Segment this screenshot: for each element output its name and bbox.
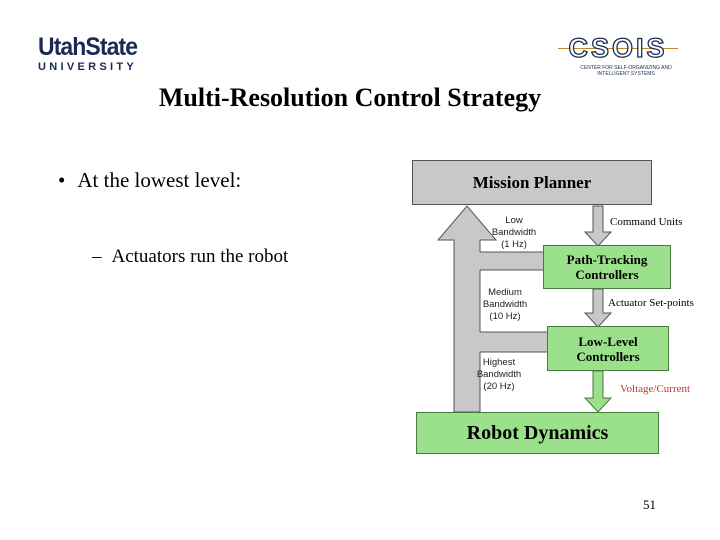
bandwidth-high-label: Highest Bandwidth (20 Hz) <box>471 357 527 393</box>
logo-utah-state-text: UtahState <box>38 33 138 61</box>
bandwidth-high-line1: Highest <box>482 357 516 368</box>
bullet-dot-icon: • <box>58 168 66 192</box>
mission-planner-label: Mission Planner <box>472 172 592 192</box>
csois-logo-name: CSOIS <box>568 33 668 63</box>
low-level-box: Low-Level Controllers <box>547 326 669 371</box>
down-arrow-actuator-setpoints <box>583 288 613 328</box>
csois-logo: CSOIS CENTER FOR SELF-ORGANIZING AND INT… <box>552 33 684 78</box>
bandwidth-low-line3: (1 Hz) <box>501 239 527 250</box>
low-level-label-line2: Controllers <box>576 348 640 364</box>
path-tracking-box: Path-Tracking Controllers <box>543 245 671 289</box>
bandwidth-high-line3: (20 Hz) <box>483 381 515 392</box>
down-arrow-voltage-current <box>583 370 613 413</box>
logo-university-text: UNIVERSITY <box>38 61 138 73</box>
bandwidth-low-line2: Bandwidth <box>491 227 537 238</box>
bandwidth-medium-line3: (10 Hz) <box>489 311 521 322</box>
feedback-up-arrow <box>436 205 498 413</box>
down-arrow-command-units <box>583 205 613 247</box>
bullet-text: At the lowest level: <box>77 168 242 192</box>
bandwidth-medium-line1: Medium <box>488 287 522 298</box>
branch-arm-medium <box>470 332 548 352</box>
path-tracking-label-line2: Controllers <box>575 267 639 282</box>
actuator-setpoints-label: Actuator Set-points <box>608 297 694 309</box>
bandwidth-medium-line2: Bandwidth <box>482 299 528 310</box>
bullet-item: • At the lowest level: <box>58 168 241 193</box>
utah-state-logo: UtahState UNIVERSITY <box>38 34 148 73</box>
path-tracking-label-line1: Path-Tracking <box>566 252 648 267</box>
branch-arm-low <box>470 252 544 270</box>
command-units-label: Command Units <box>610 216 683 228</box>
bandwidth-medium-label: Medium Bandwidth (10 Hz) <box>474 287 536 323</box>
bandwidth-low-line1: Low <box>505 215 523 226</box>
bandwidth-low-label: Low Bandwidth (1 Hz) <box>487 215 541 251</box>
csois-logo-stripe <box>558 48 678 49</box>
page-number: 51 <box>643 497 656 512</box>
sub-bullet-dash-icon: – <box>92 246 102 267</box>
voltage-current-label: Voltage/Current <box>620 383 691 395</box>
sub-bullet-item: –Actuators run the robot <box>92 246 288 268</box>
mission-planner-box: Mission Planner <box>412 160 652 205</box>
low-level-label-line1: Low-Level <box>578 333 638 349</box>
bandwidth-high-line2: Bandwidth <box>476 369 522 380</box>
csois-logo-subtitle: CENTER FOR SELF-ORGANIZING AND INTELLIGE… <box>580 65 672 77</box>
slide-title: Multi-Resolution Control Strategy <box>158 83 542 112</box>
robot-dynamics-label: Robot Dynamics <box>466 421 609 444</box>
robot-dynamics-box: Robot Dynamics <box>416 412 659 454</box>
sub-bullet-text: Actuators run the robot <box>111 246 289 267</box>
